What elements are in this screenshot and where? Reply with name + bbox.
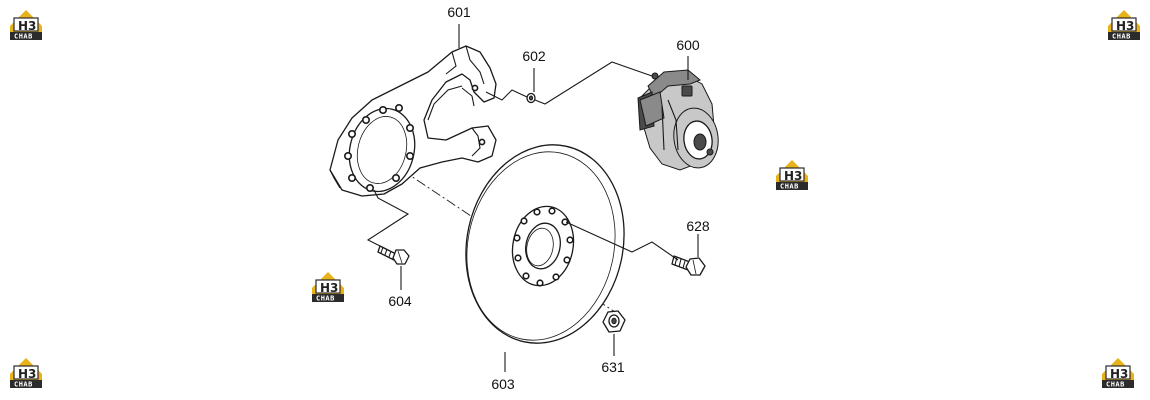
brake-caliper: [637, 69, 719, 171]
bolt-604: [377, 245, 410, 265]
leader-lines: [366, 24, 699, 372]
callout-628: 628: [686, 218, 710, 234]
washer-602: [526, 92, 536, 104]
nut-631: [602, 310, 626, 333]
callout-604: 604: [388, 293, 412, 309]
watermark-logo-center-left: H3 CHAB: [311, 271, 345, 303]
callout-631: 631: [601, 359, 625, 375]
svg-text:CHAB: CHAB: [14, 33, 33, 41]
svg-text:CHAB: CHAB: [14, 381, 33, 389]
svg-text:CHAB: CHAB: [780, 183, 799, 191]
watermark-logo-bottom-right: H3 CHAB: [1101, 357, 1135, 389]
svg-text:CHAB: CHAB: [1106, 381, 1125, 389]
callout-600: 600: [676, 37, 700, 53]
callout-601: 601: [447, 4, 471, 20]
watermark-logo-bottom-left: H3 CHAB: [9, 357, 43, 389]
watermark-logo-top-left: H3 CHAB: [9, 9, 43, 41]
svg-text:H3: H3: [18, 19, 36, 33]
svg-text:CHAB: CHAB: [1112, 33, 1131, 41]
svg-text:H3: H3: [784, 169, 802, 183]
caliper-bracket: [329, 45, 497, 197]
callout-603: 603: [491, 376, 515, 392]
svg-text:CHAB: CHAB: [316, 295, 335, 303]
watermark-logo-top-right: H3 CHAB: [1107, 9, 1141, 41]
svg-text:H3: H3: [1110, 367, 1128, 381]
svg-text:H3: H3: [18, 367, 36, 381]
watermark-logo-center-right: H3 CHAB: [775, 159, 809, 191]
callout-602: 602: [522, 48, 546, 64]
brake-disc: [465, 144, 625, 344]
svg-text:H3: H3: [320, 281, 338, 295]
svg-text:H3: H3: [1116, 19, 1134, 33]
